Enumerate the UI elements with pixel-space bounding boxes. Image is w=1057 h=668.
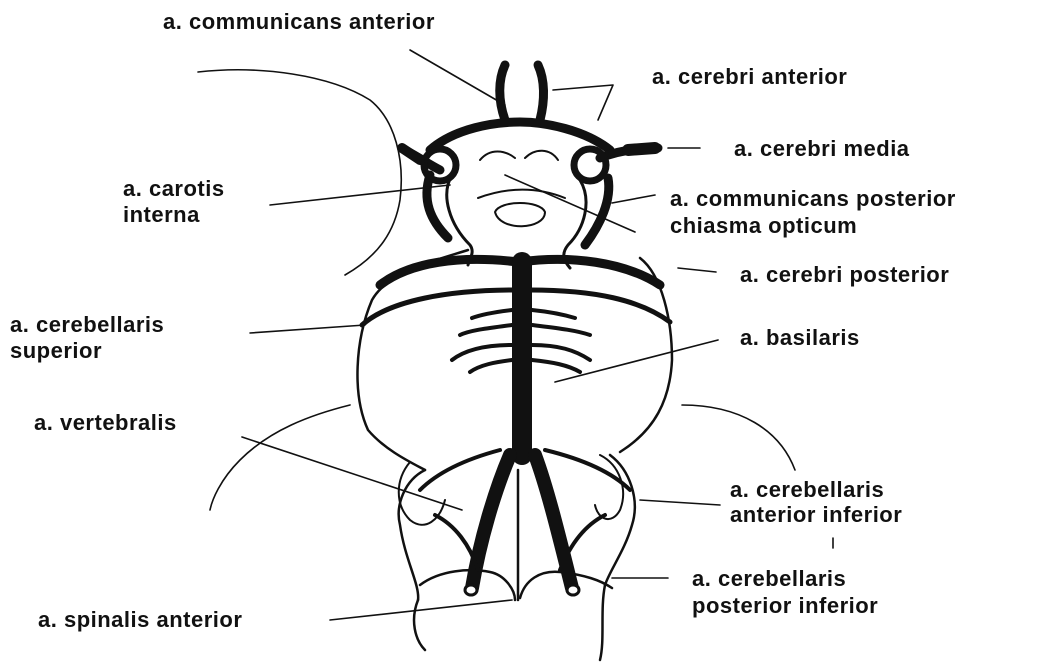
label-cerebellaris-post-inf-1: a. cerebellaris (692, 566, 846, 592)
anterior-cerebral-artery-right (538, 65, 544, 120)
label-cerebellaris-ant-inf-2: anterior inferior (730, 502, 902, 528)
label-basilaris: a. basilaris (740, 325, 860, 351)
anterior-cerebral-artery-left (500, 65, 505, 120)
label-carotis-interna-1: a. carotis (123, 176, 225, 202)
anterior-circle-arc (430, 122, 610, 150)
label-cerebellaris-post-inf-2: posterior inferior (692, 593, 878, 619)
label-cerebri-anterior: a. cerebri anterior (652, 64, 847, 90)
label-carotis-interna-2: interna (123, 202, 200, 228)
label-cerebellaris-superior-2: superior (10, 338, 102, 364)
media-stub-right (628, 148, 655, 150)
vertebral-end-right (567, 585, 579, 595)
carotis-stub-left (402, 148, 420, 160)
leader-communicans-anterior (410, 50, 505, 105)
label-cerebellaris-ant-inf-1: a. cerebellaris (730, 477, 884, 503)
label-cerebri-media: a. cerebri media (734, 136, 910, 162)
label-chiasma-opticum: chiasma opticum (670, 213, 857, 239)
posterior-cerebral-right (520, 259, 660, 285)
leader-cerebellaris-superior (250, 325, 365, 333)
outer-contour-left-top (198, 70, 401, 275)
leader-basilaris (555, 340, 718, 382)
leader-cerebri-posterior (678, 268, 716, 272)
superior-cerebellar-right (530, 290, 670, 322)
label-communicans-posterior: a. communicans posterior (670, 186, 956, 212)
carotis-node-right (574, 149, 606, 181)
label-communicans-anterior: a. communicans anterior (163, 9, 435, 35)
lower-lobes (414, 570, 612, 660)
pontine-branches-left (452, 310, 512, 372)
label-cerebri-posterior: a. cerebri posterior (740, 262, 949, 288)
posterior-cerebral-left (380, 259, 518, 285)
label-vertebralis: a. vertebralis (34, 410, 177, 436)
label-spinalis-anterior: a. spinalis anterior (38, 607, 242, 633)
pontine-branches-right (532, 310, 590, 372)
vertebral-artery-right (535, 455, 572, 588)
superior-cerebellar-left (362, 290, 515, 325)
leader-spinalis-anterior (330, 600, 512, 620)
communicans-posterior-left (427, 175, 448, 238)
label-cerebellaris-superior-1: a. cerebellaris (10, 312, 164, 338)
leader-vertebralis (242, 437, 462, 510)
leader-cerebri-anterior (553, 85, 613, 120)
outer-contour-right-bottom (682, 405, 795, 470)
outer-contour-left-bottom (210, 405, 350, 510)
aica-left (420, 450, 500, 490)
vertebral-end-left (465, 585, 477, 595)
leader-cerebellaris-ant-inf (640, 500, 720, 505)
leader-communicans-posterior (612, 195, 655, 203)
chiasma-shapes (478, 151, 565, 227)
